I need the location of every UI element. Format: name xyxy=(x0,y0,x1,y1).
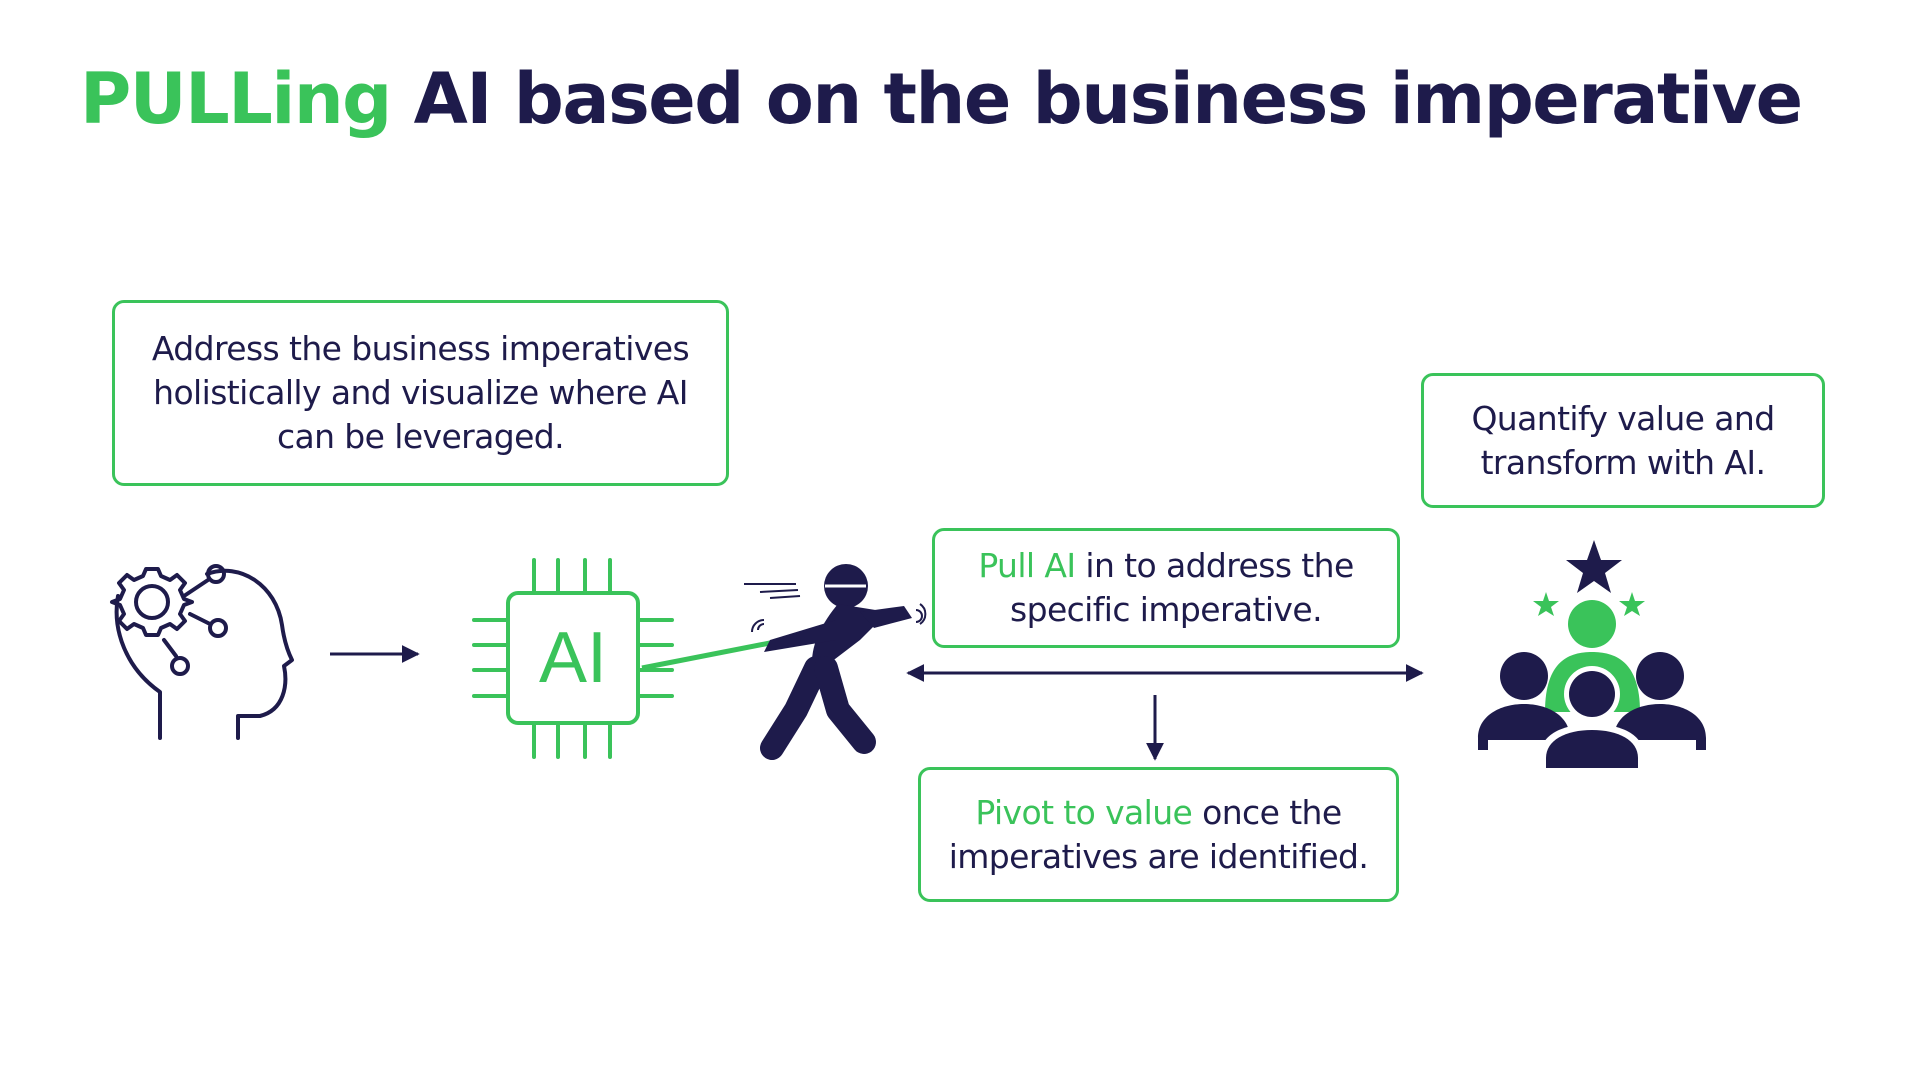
pull-line-1-rest: in to address the xyxy=(1085,546,1354,585)
quantify-value-box: Quantify value and transform with AI. xyxy=(1421,373,1825,508)
address-line-1: Address the business imperatives xyxy=(151,329,690,368)
pull-ai-box: Pull AI in to address the specific imper… xyxy=(932,528,1400,648)
quantify-line-2: transform with AI. xyxy=(1480,442,1766,482)
address-line-2: holistically and visualize where AI xyxy=(153,373,688,412)
title-rest: AI based on the business imperative xyxy=(413,58,1803,140)
address-imperatives-box: Address the business imperatives holisti… xyxy=(112,300,729,486)
chip-label: AI xyxy=(539,618,607,698)
title-highlight: PULLing xyxy=(80,58,392,140)
pivot-line-1-rest: once the xyxy=(1202,792,1342,832)
pivot-line-2: imperatives are identified. xyxy=(948,836,1369,876)
person-pulling-rope-icon xyxy=(744,564,927,760)
pivot-to-value-box: Pivot to value once the imperatives are … xyxy=(918,767,1399,902)
team-star-icon xyxy=(1478,540,1706,768)
pull-ai-highlight: Pull AI xyxy=(978,546,1076,585)
address-line-3: can be leveraged. xyxy=(276,417,565,456)
head-gears-icon xyxy=(110,564,294,740)
pivot-highlight: Pivot to value xyxy=(975,792,1193,832)
pull-line-2: specific imperative. xyxy=(1010,590,1323,629)
page-title: PULLing AI based on the business imperat… xyxy=(80,58,1803,140)
ai-chip-icon xyxy=(472,558,674,759)
quantify-line-1: Quantify value and xyxy=(1471,398,1775,438)
